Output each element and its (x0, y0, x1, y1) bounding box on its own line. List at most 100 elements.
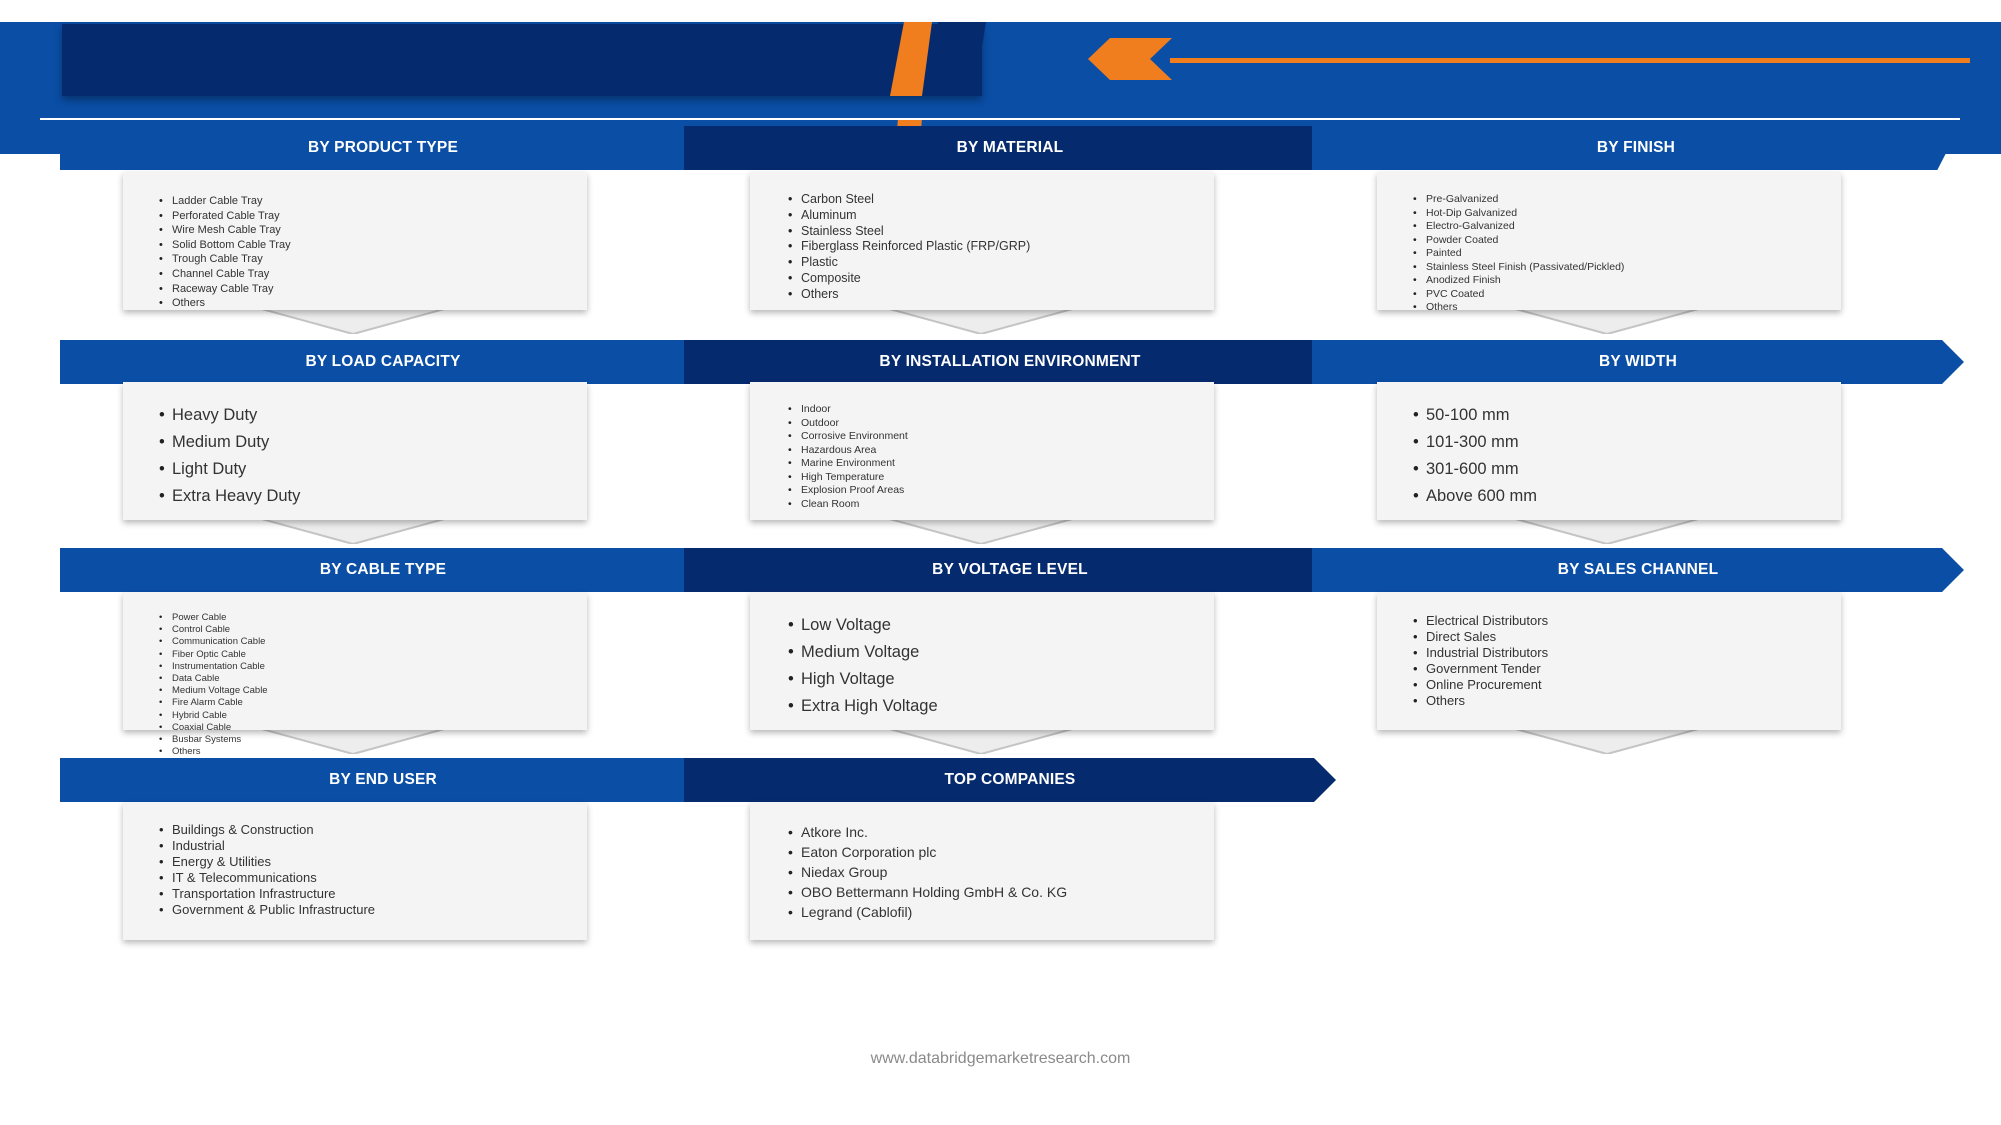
list-item: Niedax Group (788, 862, 1067, 882)
list-item: Hazardous Area (788, 444, 908, 458)
segment-card-width: 50-100 mm 101-300 mm 301-600 mm Above 60… (1377, 382, 1841, 520)
list-item: Industrial Distributors (1413, 645, 1548, 661)
segment-item-list: Heavy Duty Medium Duty Light Duty Extra … (159, 402, 300, 510)
segment-card-voltage-level: Low Voltage Medium Voltage High Voltage … (750, 592, 1214, 730)
header-accent-stripes (890, 22, 986, 130)
segment-title: BY PRODUCT TYPE (308, 139, 458, 156)
segment-bar-sales-channel: BY SALES CHANNEL (1312, 548, 1964, 592)
segment-item-list: Carbon Steel Aluminum Stainless Steel Fi… (788, 192, 1030, 303)
list-item: Eaton Corporation plc (788, 842, 1067, 862)
segment-bar-load-capacity: BY LOAD CAPACITY (60, 340, 706, 384)
segment-item-list: Low Voltage Medium Voltage High Voltage … (788, 612, 938, 720)
segment-title: BY LOAD CAPACITY (305, 353, 461, 370)
list-item: Transportation Infrastructure (159, 886, 375, 902)
segment-bar-product-type: BY PRODUCT TYPE (60, 126, 706, 170)
list-item: Others (159, 746, 268, 758)
segment-item-list: Buildings & Construction Industrial Ener… (159, 822, 375, 918)
list-item: Fiber Optic Cable (159, 649, 268, 661)
list-item: Heavy Duty (159, 402, 300, 429)
segment-item-list: Electrical Distributors Direct Sales Ind… (1413, 613, 1548, 709)
header-divider (40, 118, 1960, 120)
list-item: Electro-Galvanized (1413, 220, 1624, 234)
list-item: Fiberglass Reinforced Plastic (FRP/GRP) (788, 239, 1030, 255)
segment-card-product-type: Ladder Cable Tray Perforated Cable Tray … (123, 172, 587, 310)
segment-card-installation-environment: Indoor Outdoor Corrosive Environment Haz… (750, 382, 1214, 520)
list-item: High Voltage (788, 666, 938, 693)
segment-card-material: Carbon Steel Aluminum Stainless Steel Fi… (750, 172, 1214, 310)
list-item: Plastic (788, 255, 1030, 271)
segment-bar-installation-environment: BY INSTALLATION ENVIRONMENT (684, 340, 1336, 384)
list-item: Channel Cable Tray (159, 267, 291, 282)
list-item: Buildings & Construction (159, 822, 375, 838)
list-item: Extra Heavy Duty (159, 483, 300, 510)
list-item: Others (1413, 301, 1624, 315)
list-item: 50-100 mm (1413, 402, 1537, 429)
segment-item-list: Power Cable Control Cable Communication … (159, 612, 268, 759)
chevron-down-icon (258, 308, 448, 334)
list-item: Busbar Systems (159, 734, 268, 746)
list-item: OBO Bettermann Holding GmbH & Co. KG (788, 882, 1067, 902)
header-title-panel (62, 24, 982, 96)
chevron-down-icon (886, 728, 1076, 754)
list-item: Composite (788, 271, 1030, 287)
chevron-down-icon (1512, 728, 1702, 754)
list-item: Others (788, 287, 1030, 303)
back-arrow-icon (1088, 38, 1172, 80)
list-item: Hot-Dip Galvanized (1413, 207, 1624, 221)
segment-title: TOP COMPANIES (944, 771, 1076, 788)
segment-title: BY VOLTAGE LEVEL (932, 561, 1088, 578)
list-item: Powder Coated (1413, 234, 1624, 248)
list-item: Medium Voltage Cable (159, 685, 268, 697)
segment-item-list: Ladder Cable Tray Perforated Cable Tray … (159, 194, 291, 311)
list-item: Raceway Cable Tray (159, 282, 291, 297)
list-item: Coaxial Cable (159, 722, 268, 734)
segment-item-list: Pre-Galvanized Hot-Dip Galvanized Electr… (1413, 193, 1624, 315)
segment-title: BY FINISH (1596, 139, 1676, 156)
list-item: Energy & Utilities (159, 854, 375, 870)
list-item: Aluminum (788, 208, 1030, 224)
chevron-down-icon (258, 518, 448, 544)
list-item: Government & Public Infrastructure (159, 902, 375, 918)
chevron-down-icon (886, 518, 1076, 544)
list-item: Above 600 mm (1413, 483, 1537, 510)
segment-card-top-companies: Atkore Inc. Eaton Corporation plc Niedax… (750, 802, 1214, 940)
list-item: Trough Cable Tray (159, 252, 291, 267)
list-item: Control Cable (159, 624, 268, 636)
segment-bar-end-user: BY END USER (60, 758, 706, 802)
list-item: Fire Alarm Cable (159, 697, 268, 709)
list-item: Stainless Steel (788, 224, 1030, 240)
segment-card-finish: Pre-Galvanized Hot-Dip Galvanized Electr… (1377, 172, 1841, 314)
list-item: Wire Mesh Cable Tray (159, 223, 291, 238)
list-item: Hybrid Cable (159, 710, 268, 722)
list-item: Communication Cable (159, 636, 268, 648)
segment-title: BY INSTALLATION ENVIRONMENT (879, 353, 1141, 370)
list-item: Explosion Proof Areas (788, 484, 908, 498)
chevron-down-icon (1512, 308, 1702, 334)
list-item: Medium Voltage (788, 639, 938, 666)
segment-bar-top-companies: TOP COMPANIES (684, 758, 1336, 802)
list-item: Direct Sales (1413, 629, 1548, 645)
list-item: Others (1413, 693, 1548, 709)
list-item: Industrial (159, 838, 375, 854)
list-item: Corrosive Environment (788, 430, 908, 444)
segment-bar-voltage-level: BY VOLTAGE LEVEL (684, 548, 1336, 592)
list-item: Marine Environment (788, 457, 908, 471)
list-item: Indoor (788, 403, 908, 417)
list-item: 301-600 mm (1413, 456, 1537, 483)
segment-bar-cable-type: BY CABLE TYPE (60, 548, 706, 592)
chevron-down-icon (1512, 518, 1702, 544)
segment-card-cable-type: Power Cable Control Cable Communication … (123, 592, 587, 759)
list-item: Electrical Distributors (1413, 613, 1548, 629)
list-item: Extra High Voltage (788, 693, 938, 720)
segment-title: BY SALES CHANNEL (1557, 561, 1719, 578)
segment-bar-material: BY MATERIAL (684, 126, 1336, 170)
list-item: 101-300 mm (1413, 429, 1537, 456)
segment-title: BY END USER (329, 771, 437, 788)
segment-card-sales-channel: Electrical Distributors Direct Sales Ind… (1377, 592, 1841, 730)
segment-item-list: 50-100 mm 101-300 mm 301-600 mm Above 60… (1413, 402, 1537, 510)
list-item: Anodized Finish (1413, 274, 1624, 288)
list-item: PVC Coated (1413, 288, 1624, 302)
segment-card-end-user: Buildings & Construction Industrial Ener… (123, 802, 587, 940)
list-item: Light Duty (159, 456, 300, 483)
footer-website: www.databridgemarketresearch.com (870, 1050, 1131, 1067)
